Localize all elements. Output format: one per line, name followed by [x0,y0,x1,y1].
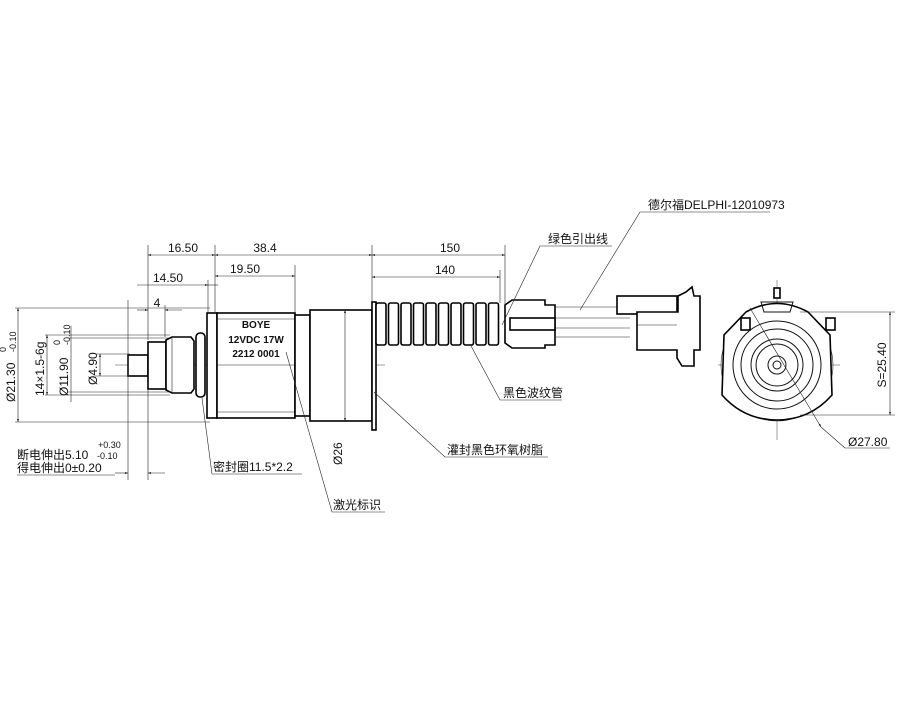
hex-outline [721,302,833,421]
dim-dia-4-90: Ø4.90 [86,352,100,385]
solenoid-side-view: BOYE 12VDC 17W 2212 0001 [127,301,377,431]
power-off-tol-lower: -0.10 [97,451,118,461]
callout-potting: 灌封黑色环氧树脂 [447,442,543,457]
connector-assembly [504,285,701,367]
hex-body [216,312,296,419]
dim-150: 150 [440,241,460,255]
tube-rib [437,302,450,346]
dim-dia-21-30-tol-upper: 0 [0,347,8,352]
tube-rib [450,302,462,346]
callout-green-lead: 绿色引出线 [548,231,608,246]
power-off-stroke: 断电伸出5.10 [17,447,89,462]
callout-connector: 德尔福DELPHI-12010973 [648,197,785,212]
end-view: Ø27.80 S=25.40 [718,280,895,449]
plunger [127,354,149,377]
horizontal-dimensions: 16.50 38.4 150 19.50 140 14.50 4 [115,241,506,480]
dim-19-50: 19.50 [230,262,260,276]
dim-dia-21-30: Ø21.30 [4,362,18,402]
dim-dia-26: Ø26 [331,442,345,465]
dim-dia-11-90-tol-lower: -0.10 [62,324,72,345]
callout-corrugated-tube: 黑色波纹管 [503,385,563,400]
tube-rib [487,302,500,346]
dim-14-50: 14.50 [153,271,183,285]
neck [294,314,311,417]
tube-rib [412,302,425,346]
potting-cap [371,301,377,431]
corrugated-tube [375,302,500,346]
stroke-notes: 断电伸出5.10 +0.30 -0.10 得电伸出0±0.20 [17,440,121,476]
delphi-connector [636,285,701,367]
dim-dia-21-30-tol-lower: -0.10 [8,331,18,352]
dim-dia-11-90-tol-upper: 0 [52,340,62,345]
marking-line-3: 2212 0001 [232,349,280,360]
tube-rib [462,302,475,346]
lead-pin [509,317,556,331]
vertical-dimensions: Ø21.30 0 -0.10 14×1.5-6g Ø11.90 0 -0.10 … [0,307,346,465]
tube-rib [387,302,400,346]
threaded-section [165,336,195,394]
dim-38-4: 38.4 [253,241,277,255]
tube-rib [400,302,412,346]
dim-across-flats: S=25.40 [875,342,889,387]
callout-seal-ring: 密封圈11.5*2.2 [213,459,293,474]
power-off-tol-upper: +0.30 [98,440,121,450]
o-ring [195,332,206,398]
coil-housing [309,309,373,422]
tube-rib [425,302,437,346]
marking-line-1: BOYE [242,320,271,331]
tube-rib [475,302,487,346]
dim-dia-11-90: Ø11.90 [57,357,71,396]
dim-thread: 14×1.5-6g [33,342,47,396]
power-on-stroke: 得电伸出0±0.20 [17,460,102,475]
dim-4: 4 [154,296,161,310]
flange [206,312,218,419]
dim-16-50: 16.50 [168,241,198,255]
tube-rib [375,302,387,346]
marking-line-2: 12VDC 17W [228,335,284,346]
callouts: 密封圈11.5*2.2 激光标识 灌封黑色环氧树脂 黑色波纹管 绿色引出线 德尔… [201,197,785,513]
dim-140: 140 [435,263,455,277]
thread-collar [147,341,167,390]
dim-dia-27-80: Ø27.80 [848,435,888,449]
callout-laser-mark: 激光标识 [333,498,381,512]
